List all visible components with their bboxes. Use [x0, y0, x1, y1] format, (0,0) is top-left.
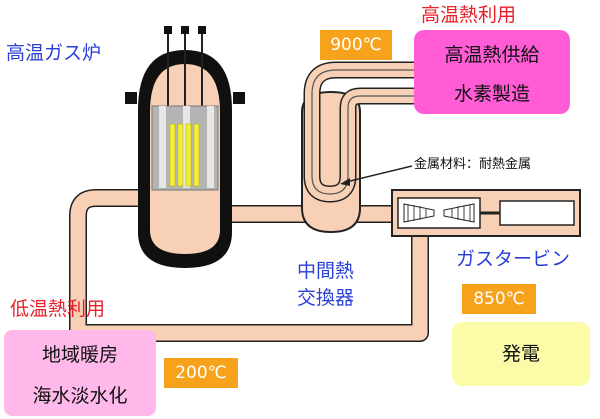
district-heating-text: 地域暖房: [41, 344, 118, 366]
high-heat-use-label: 高温熱利用: [421, 4, 517, 26]
heat-exchanger-u-tube: [303, 61, 424, 203]
fuel-rods: [169, 123, 200, 187]
temp-850-badge: 850℃: [462, 284, 536, 314]
power-generation-box: 発電: [452, 322, 590, 386]
temp-900-badge: 900℃: [320, 30, 392, 60]
material-pointer-arrow: [340, 165, 413, 186]
low-heat-use-box: 地域暖房 海水淡水化: [4, 330, 156, 416]
hydrogen-production-text: 水素製造: [453, 83, 530, 105]
heat-exchanger-label-line2: 交換器: [297, 287, 355, 309]
high-heat-use-box: 高温熱供給 水素製造: [414, 30, 570, 114]
heat-exchanger-label-line1: 中間熱: [297, 260, 355, 282]
desalination-text: 海水淡水化: [32, 385, 128, 407]
gas-turbine: [391, 189, 581, 237]
power-generation-text: 発電: [501, 343, 540, 365]
temp-200-badge: 200℃: [164, 358, 238, 388]
material-label: 金属材料：耐熱金属: [414, 157, 532, 172]
reactor-vessel: [125, 50, 245, 268]
return-pipe-fill: [70, 190, 428, 341]
high-heat-supply-text: 高温熱供給: [444, 44, 540, 66]
reactor-label: 高温ガス炉: [6, 42, 102, 64]
gas-turbine-label: ガスタービン: [456, 248, 571, 270]
low-heat-use-label: 低温熱利用: [10, 298, 106, 320]
